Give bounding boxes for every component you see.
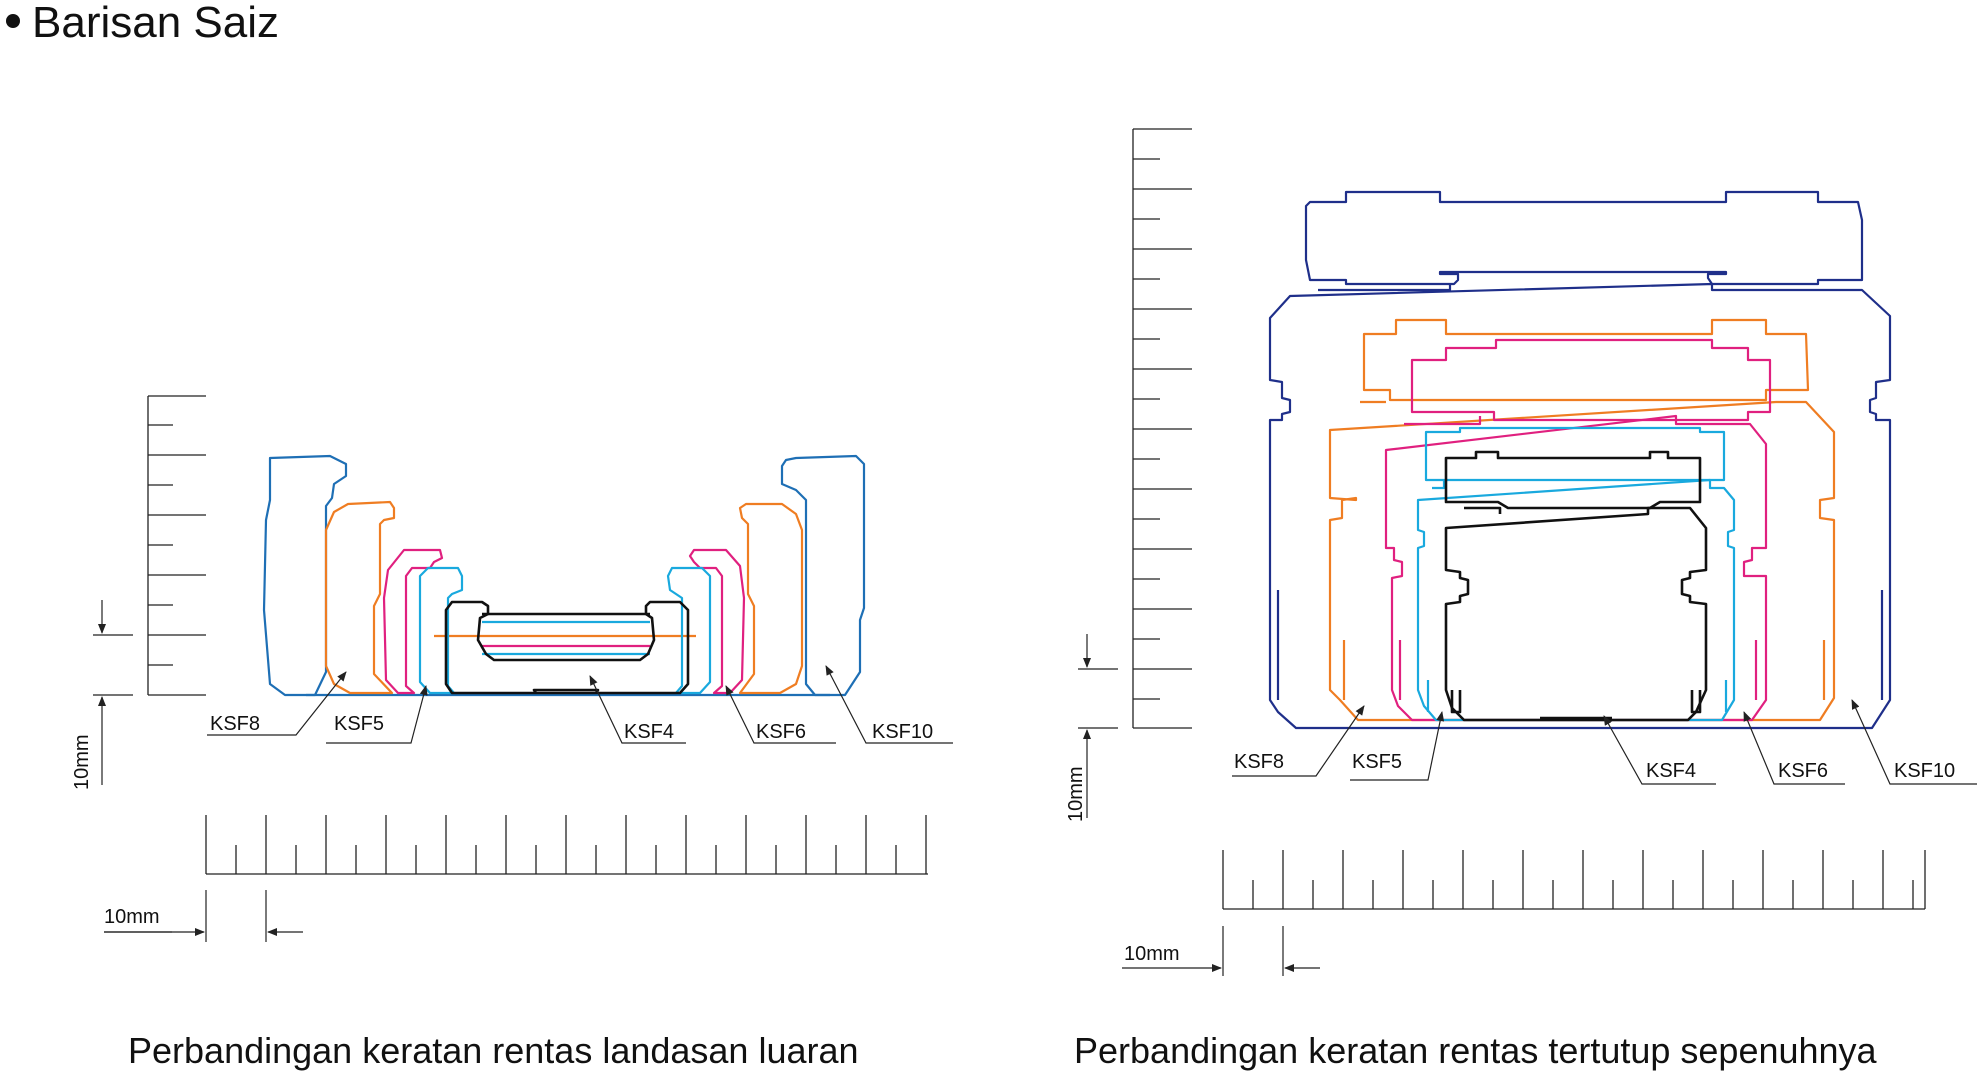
right-horizontal-scale-label: 10mm [1124, 943, 1180, 965]
left-vertical-ruler [147, 395, 206, 696]
left-ksf8-profile [324, 500, 804, 695]
left-horizontal-scale-label: 10mm [104, 906, 160, 928]
right-vertical-scale-label: 10mm [1065, 766, 1087, 822]
bullet-icon [6, 14, 20, 29]
left-panel: 10mm [71, 395, 953, 942]
right-label-ksf5: KSF5 [1352, 751, 1402, 773]
left-ksf4-profile [444, 600, 690, 695]
right-horizontal-ruler [1222, 850, 1926, 910]
right-ksf6-profile [1384, 338, 1772, 722]
left-label-ksf6: KSF6 [756, 721, 806, 743]
left-horizontal-dimension [104, 890, 303, 942]
left-leaders [207, 665, 953, 744]
right-ksf4-profile [1444, 450, 1708, 722]
right-panel: 10mm [1065, 128, 1977, 976]
right-caption: Perbandingan keratan rentas tertutup sep… [1074, 1030, 1877, 1071]
left-vertical-scale-label: 10mm [71, 734, 93, 790]
section-title-text: Barisan Saiz [32, 0, 280, 47]
right-label-ksf6: KSF6 [1778, 760, 1828, 782]
right-ksf5-profile [1416, 426, 1736, 722]
left-ksf6-profile [382, 548, 746, 695]
right-vertical-dimension [1078, 634, 1118, 818]
left-label-ksf8: KSF8 [210, 713, 260, 735]
right-ksf8-profile [1328, 318, 1836, 722]
left-label-ksf5: KSF5 [334, 713, 384, 735]
left-caption: Perbandingan keratan rentas landasan lua… [128, 1030, 859, 1071]
left-ksf5-profile [418, 566, 712, 695]
right-leaders [1232, 699, 1977, 785]
left-label-ksf10: KSF10 [872, 721, 933, 743]
left-vertical-dimension [93, 600, 133, 785]
left-label-ksf4: KSF4 [624, 721, 674, 743]
left-horizontal-ruler [205, 815, 928, 875]
right-horizontal-dimension [1122, 926, 1320, 976]
right-label-ksf4: KSF4 [1646, 760, 1696, 782]
left-ksf10-profile [262, 454, 866, 697]
section-title: Barisan Saiz [6, 0, 279, 46]
right-label-ksf8: KSF8 [1234, 751, 1284, 773]
right-label-ksf10: KSF10 [1894, 760, 1955, 782]
right-ksf10-profile [1268, 190, 1892, 730]
right-vertical-ruler [1132, 128, 1192, 729]
